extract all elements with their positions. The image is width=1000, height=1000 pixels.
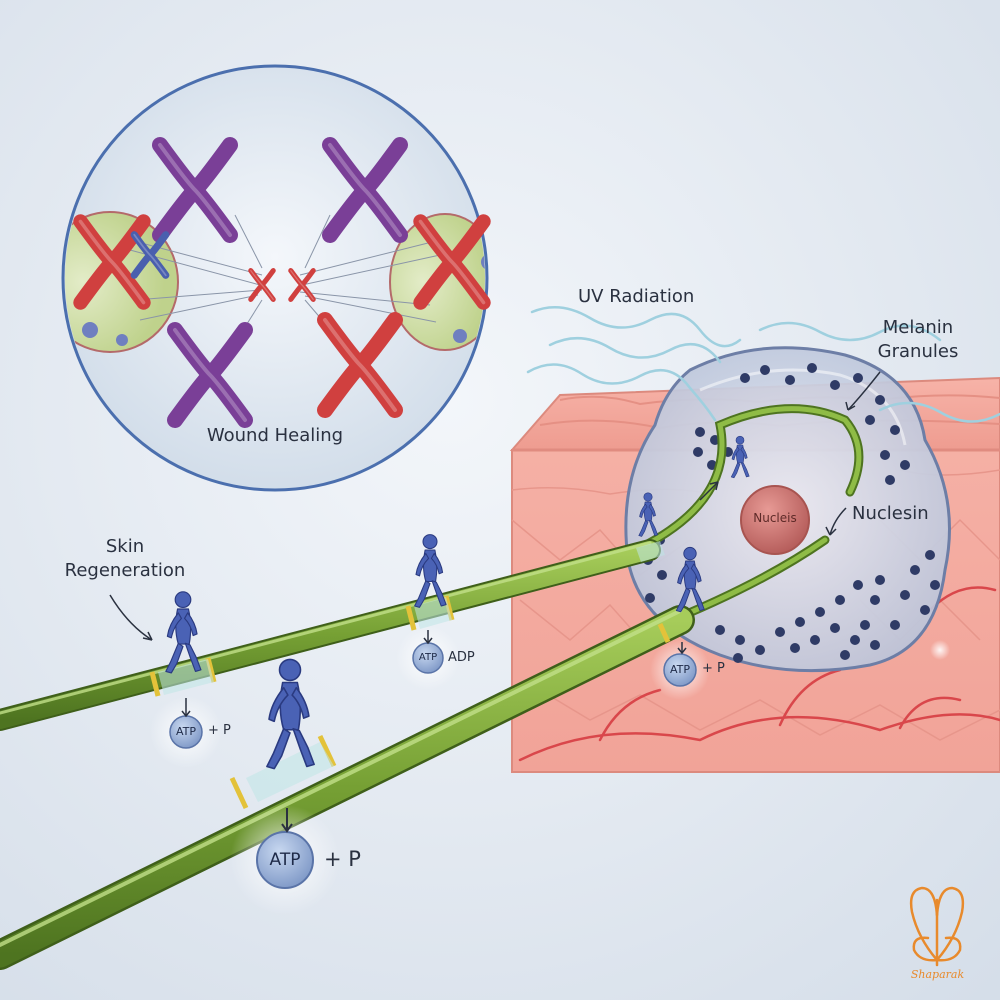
- walker-right: [675, 546, 705, 613]
- wound-healing-label: Wound Healing: [206, 425, 344, 446]
- chromosome: [288, 268, 316, 302]
- walker-left: [165, 591, 202, 674]
- skin-regeneration-arrow: [109, 594, 153, 641]
- uv-radiation-waves: [526, 305, 1000, 423]
- atp-sphere-big: [230, 805, 340, 915]
- logo-text: Shaparak: [910, 968, 965, 981]
- nuclesin-pointer-arrow: [829, 507, 847, 536]
- atp-big-plus-p: + P: [324, 847, 361, 871]
- atp-right-plus-p: + P: [702, 661, 725, 676]
- chromosome: [73, 214, 151, 310]
- atp-sphere-right: [650, 640, 710, 700]
- atp-mid-adp: ADP: [448, 650, 475, 665]
- atp-right-label: ATP: [669, 663, 691, 676]
- chromosomes: [73, 137, 491, 428]
- melanin-pointer-arrow: [847, 371, 881, 411]
- chromosome: [248, 268, 276, 302]
- atp-sphere-left: [150, 696, 222, 768]
- melanin-granules-label: Melanin Granules: [858, 316, 978, 364]
- atp-left-plus-p: + P: [208, 723, 231, 738]
- melanin-line1: Melanin: [882, 317, 954, 338]
- nuclesin-label: Nuclesin: [852, 503, 929, 524]
- shaparak-logo: [909, 886, 965, 967]
- atp-left-label: ATP: [175, 725, 197, 738]
- spindle-fibers: [129, 214, 441, 336]
- microtubule-upper: [0, 539, 661, 731]
- walker-mid: [414, 534, 447, 608]
- walker-cell-up: [730, 435, 750, 479]
- skin-regeneration-label: Skin Regeneration: [50, 535, 200, 583]
- chromosome: [413, 214, 491, 310]
- atp-sphere-mid: [396, 626, 460, 690]
- uv-radiation-label: UV Radiation: [578, 286, 695, 307]
- direction-arrow: [699, 481, 719, 501]
- chromosome: [152, 137, 238, 243]
- chromosome: [322, 137, 408, 243]
- skin-regeneration-line1: Skin: [105, 536, 145, 557]
- atp-big-label: ATP: [269, 850, 301, 870]
- atp-mid-label: ATP: [418, 652, 438, 663]
- chromosome: [167, 322, 253, 428]
- walker-big: [266, 658, 315, 770]
- skin-regeneration-line2: Regeneration: [64, 560, 186, 581]
- walker-cell-low: [638, 492, 658, 537]
- nucleus-label: Nucleis: [753, 511, 797, 525]
- nucleus: [740, 485, 810, 555]
- melanin-line2: Granules: [877, 341, 959, 362]
- microtubule-lower: [0, 605, 695, 970]
- chromosome: [130, 231, 170, 279]
- chromosome: [317, 312, 403, 418]
- microtubule-bands: [149, 595, 671, 810]
